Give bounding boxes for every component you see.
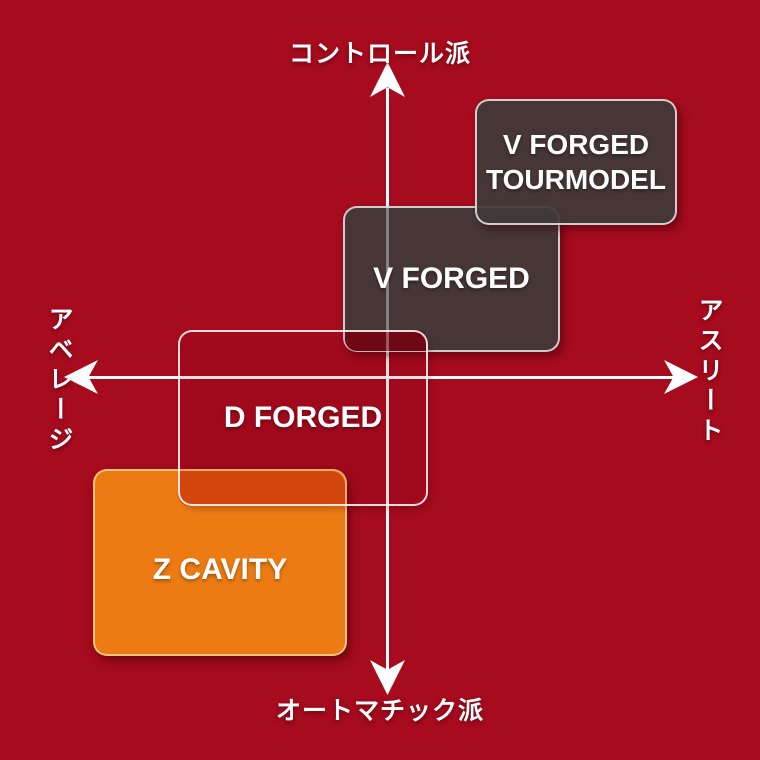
axis-label-average: アベレージ [45, 306, 73, 456]
box-d-forged-label: D FORGED [223, 401, 383, 434]
horizontal-axis-line [88, 376, 674, 379]
axis-label-automatic: オートマチック派 [275, 697, 484, 725]
box-v-forged-tourmodel: V FORGED TOURMODEL [475, 99, 677, 225]
overlap-vforged-dforged [345, 330, 428, 351]
vertical-axis-line-through-box [386, 207, 389, 353]
axis-label-control: コントロール派 [288, 40, 471, 68]
box-z-cavity-label: Z CAVITY [152, 552, 288, 586]
box-v-forged-tourmodel-label: V FORGED TOURMODEL [486, 129, 666, 195]
box-v-forged-label: V FORGED [373, 262, 530, 295]
box-d-forged: D FORGED [178, 330, 428, 506]
box-v-forged: V FORGED [343, 206, 560, 352]
overlap-zcavity-dforged [178, 471, 345, 506]
axis-label-athlete: アスリート [695, 297, 723, 447]
vertical-axis-line [386, 88, 389, 670]
